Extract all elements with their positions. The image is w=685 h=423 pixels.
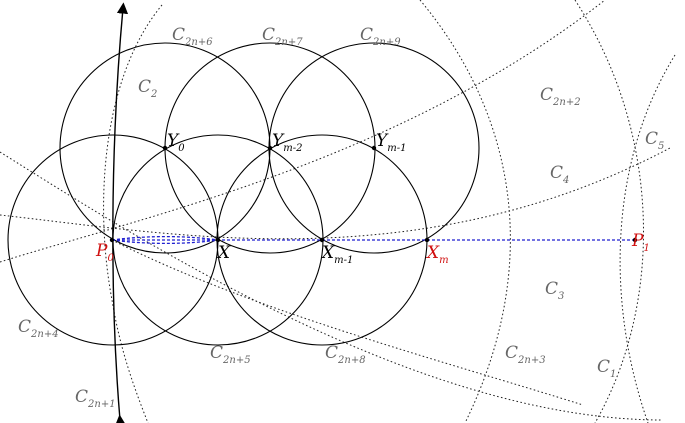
label-c2n5: C2n+5: [210, 343, 251, 366]
label-c2n2: C2n+2: [540, 85, 581, 108]
dotted-arc-c5-right: [619, 54, 676, 423]
label-ym2: Ym-2: [272, 131, 302, 154]
point-xm1: [319, 237, 325, 243]
point-ym1: [371, 145, 377, 151]
point-p1: [632, 237, 638, 243]
label-xm: Xm: [425, 243, 449, 266]
dotted-arc-c4: [0, 151, 663, 421]
label-c2n9: C2n+9: [360, 25, 401, 48]
point-ym2: [267, 145, 273, 151]
label-c1: C1: [597, 357, 616, 380]
dotted-arc-c2n2: [0, 0, 606, 263]
point-x: [215, 237, 221, 243]
label-c2: C2: [138, 77, 157, 100]
label-p0: P0: [95, 241, 114, 264]
label-c2n1: C2n+1: [75, 387, 116, 410]
point-xm: [424, 237, 430, 243]
label-xm1: Xm-1: [320, 243, 353, 266]
dotted-arc-c3: [0, 147, 671, 240]
point-p0: [109, 237, 115, 243]
label-c5: C5: [645, 129, 664, 152]
label-c2n7: C2n+7: [262, 25, 303, 48]
label-y0: Y0: [167, 131, 185, 154]
label-x: X: [216, 243, 231, 263]
label-ym1: Ym-1: [376, 131, 406, 154]
label-c3: C3: [545, 279, 564, 302]
label-c2n3: C2n+3: [505, 343, 546, 366]
c2n1-arrow-curve: [112, 2, 129, 423]
dotted-arc-right-outer-1: [419, 0, 511, 423]
label-c4: C4: [550, 163, 569, 186]
label-p1: P1: [631, 231, 650, 254]
label-c2n6: C2n+6: [172, 25, 213, 48]
point-y0: [162, 145, 168, 151]
label-c2n4: C2n+4: [18, 317, 59, 340]
label-c2n8: C2n+8: [325, 343, 366, 366]
